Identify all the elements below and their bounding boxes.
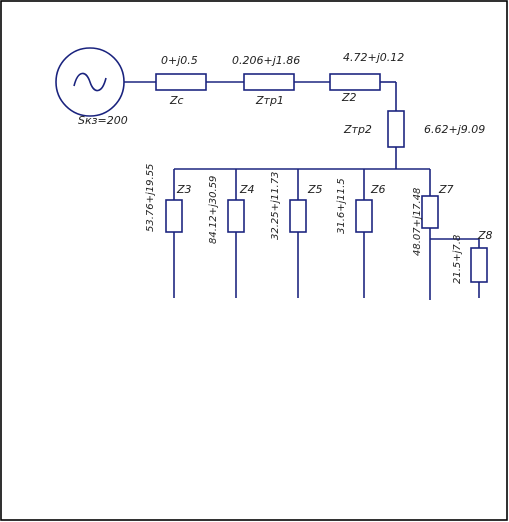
ztp1-value: 0.206+j1.86	[232, 54, 300, 67]
z4-name: Z4	[239, 183, 255, 196]
source-power-label: Sкз=200	[78, 114, 128, 127]
z7-name: Z7	[438, 183, 454, 196]
z4-resistor	[227, 199, 245, 233]
z3-name: Z3	[176, 183, 192, 196]
ztp2-value: 6.62+j9.09	[424, 123, 485, 136]
z6-value: 31.6+j11.5	[336, 178, 347, 234]
z8-resistor	[470, 247, 488, 283]
z6-name: Z6	[370, 183, 386, 196]
ztp1-resistor	[243, 73, 295, 91]
z5-resistor	[289, 199, 307, 233]
z3-value: 53.76+j19.55	[145, 164, 156, 232]
z2-value: 4.72+j0.12	[343, 51, 404, 64]
z5-value: 32.25+j11.73	[270, 172, 281, 240]
ac-source	[55, 47, 125, 117]
sine-wave-icon	[73, 72, 107, 92]
zc-resistor	[155, 73, 207, 91]
z8-name: Z8	[477, 229, 493, 242]
z8-value: 21.5+j7.8	[452, 235, 463, 284]
z4-value: 84.12+j30.59	[208, 176, 219, 244]
ztp2-resistor	[387, 110, 405, 148]
zc-value: 0+j0.5	[161, 54, 198, 67]
z5-name: Z5	[307, 183, 323, 196]
ztp1-name: Zтр1	[255, 94, 284, 107]
z7-value: 48.07+j17.48	[412, 188, 423, 256]
z6-resistor	[355, 199, 373, 233]
zc-name: Zc	[169, 94, 184, 107]
z2-name: Z2	[341, 91, 357, 104]
z3-resistor	[165, 199, 183, 233]
ztp2-name: Zтр2	[343, 123, 372, 136]
z2-resistor	[329, 73, 381, 91]
z7-resistor	[421, 195, 439, 229]
